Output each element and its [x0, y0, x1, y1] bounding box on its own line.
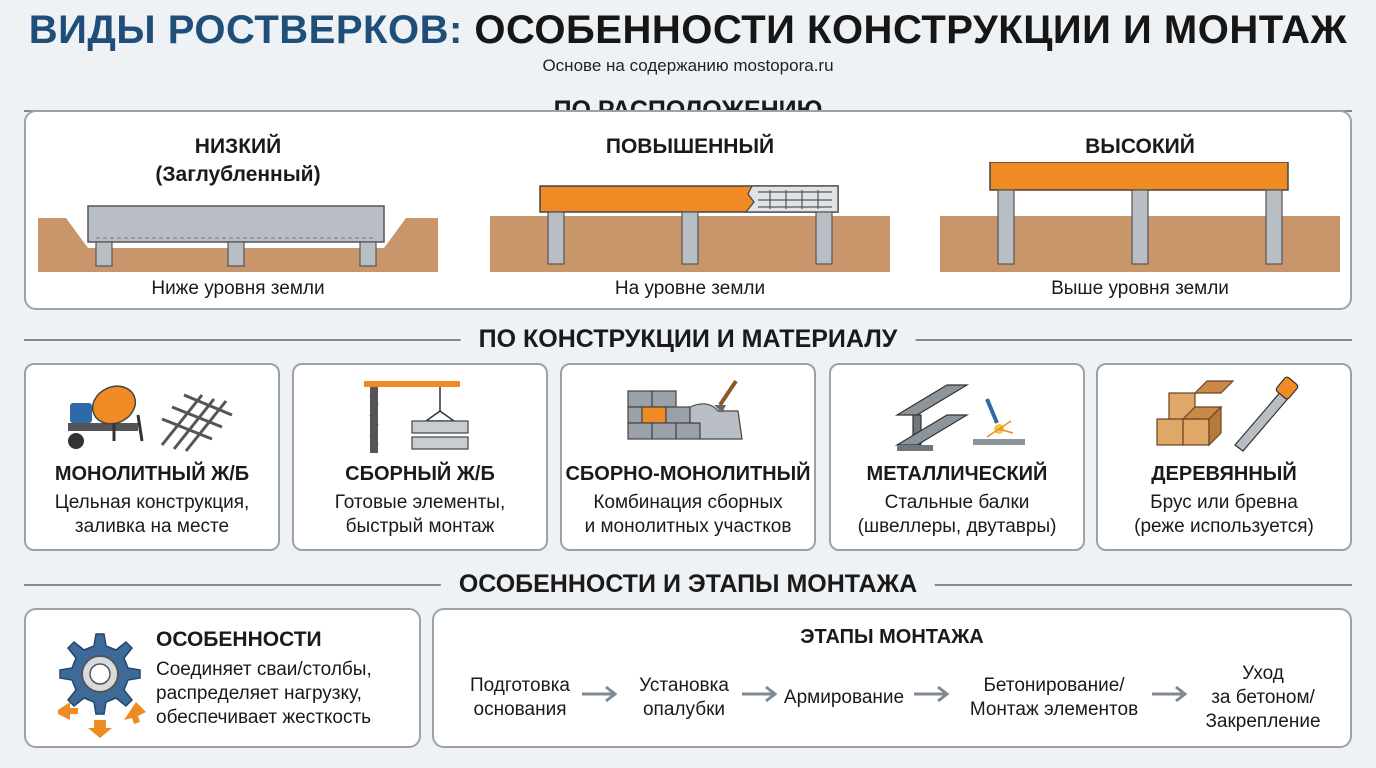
- location-raised-caption: На уровне земли: [614, 278, 766, 299]
- material-desc: Комбинация сборных и монолитных участков: [562, 491, 814, 539]
- location-high-title: ВЫСОКИЙ: [1085, 135, 1195, 158]
- material-desc: Готовые элементы, быстрый монтаж: [294, 491, 546, 539]
- features-line: обеспечивает жесткость: [156, 707, 372, 728]
- section-installation-label: ОСОБЕННОСТИ И ЭТАПЫ МОНТАЖА: [440, 568, 936, 600]
- material-desc-line: Брус или бревна: [1150, 492, 1298, 513]
- step-line: Монтаж элементов: [969, 699, 1139, 720]
- location-raised-title: ПОВЫШЕННЫЙ: [605, 135, 775, 158]
- material-desc-line: Цельная конструкция,: [54, 492, 250, 513]
- material-desc-line: заливка на месте: [74, 516, 230, 537]
- features-text: Соединяет сваи/столбы, распределяет нагр…: [156, 658, 372, 730]
- step-item: Бетонирование/ Монтаж элементов: [954, 674, 1154, 722]
- crane-icon: [364, 381, 469, 453]
- page-title: ВИДЫ РОСТВЕРКОВ: ОСОБЕННОСТИ КОНСТРУКЦИИ…: [0, 8, 1376, 53]
- arrow-right-icon: [1152, 685, 1188, 703]
- material-desc-line: (реже используется): [1134, 516, 1314, 537]
- step-line: основания: [473, 699, 567, 720]
- features-line: Соединяет сваи/столбы,: [156, 659, 372, 680]
- raised-grillage-diagram: [490, 185, 890, 272]
- arrow-right-icon: [742, 685, 778, 703]
- location-low-caption: Ниже уровня земли: [151, 278, 325, 299]
- location-low-subtitle: (Заглубленный): [155, 163, 321, 186]
- material-title: СБОРНЫЙ Ж/Б: [345, 463, 495, 485]
- material-card-prefab: СБОРНЫЙ Ж/Б Готовые элементы, быстрый мо…: [292, 363, 548, 551]
- step-item: Армирование: [774, 686, 914, 710]
- steps-title: ЭТАПЫ МОНТАЖА: [800, 626, 984, 648]
- arrow-right-icon: [582, 685, 618, 703]
- title-accent: ВИДЫ РОСТВЕРКОВ:: [28, 8, 463, 52]
- step-line: Бетонирование/: [983, 675, 1125, 696]
- step-line: опалубки: [642, 699, 726, 720]
- material-desc: Брус или бревна (реже используется): [1098, 491, 1350, 539]
- material-card-combined: СБОРНО-МОНОЛИТНЫЙ Комбинация сборных и м…: [560, 363, 816, 551]
- gear-icon: [58, 633, 146, 738]
- features-panel: ОСОБЕННОСТИ Соединяет сваи/столбы, распр…: [24, 608, 421, 748]
- material-title: МЕТАЛЛИЧЕСКИЙ: [866, 463, 1048, 485]
- features-title: ОСОБЕННОСТИ: [156, 628, 322, 651]
- step-line: Закрепление: [1205, 711, 1321, 732]
- section-installation-header: ОСОБЕННОСТИ И ЭТАПЫ МОНТАЖА: [24, 568, 1352, 600]
- material-card-metal: МЕТАЛЛИЧЕСКИЙ Стальные балки (швеллеры, …: [829, 363, 1085, 551]
- high-grillage-diagram: [940, 162, 1340, 272]
- step-item: Подготовка основания: [450, 674, 590, 722]
- step-line: Уход: [1242, 663, 1284, 684]
- section-construction-label: ПО КОНСТРУКЦИИ И МАТЕРИАЛУ: [460, 323, 916, 355]
- material-desc-line: (швеллеры, двутавры): [857, 516, 1057, 537]
- step-item: Уход за бетоном/ Закрепление: [1190, 662, 1336, 734]
- step-line: Армирование: [783, 687, 905, 708]
- step-line: Подготовка: [469, 675, 570, 696]
- step-line: Установка: [639, 675, 729, 696]
- material-desc-line: Готовые элементы,: [334, 492, 506, 513]
- page-subtitle: Основе на содержанию mostopora.ru: [542, 56, 834, 75]
- arrow-right-icon: [914, 685, 950, 703]
- section-construction-header: ПО КОНСТРУКЦИИ И МАТЕРИАЛУ: [24, 323, 1352, 355]
- location-low-title: НИЗКИЙ: [194, 135, 282, 158]
- material-desc: Стальные балки (швеллеры, двутавры): [831, 491, 1083, 539]
- brick-wall-icon: [627, 379, 743, 440]
- steps-panel: ЭТАПЫ МОНТАЖА Подготовка основания Устан…: [432, 608, 1352, 748]
- title-main: ОСОБЕННОСТИ КОНСТРУКЦИИ И МОНТАЖ: [474, 8, 1348, 52]
- step-item: Установка опалубки: [620, 674, 748, 722]
- steel-beam-icon: [894, 384, 1025, 451]
- features-line: распределяет нагрузку,: [156, 683, 362, 704]
- material-title: СБОРНО-МОНОЛИТНЫЙ: [565, 463, 811, 485]
- location-panel: НИЗКИЙ (Заглубленный) Ниже уровня земли …: [24, 110, 1352, 310]
- concrete-mixer-icon: [68, 385, 233, 452]
- step-line: за бетоном/: [1211, 687, 1315, 708]
- timber-saw-icon: [1156, 376, 1299, 452]
- material-desc: Цельная конструкция, заливка на месте: [26, 491, 278, 539]
- material-desc-line: быстрый монтаж: [345, 516, 495, 537]
- material-card-monolithic: МОНОЛИТНЫЙ Ж/Б Цельная конструкция, зали…: [24, 363, 280, 551]
- location-high-caption: Выше уровня земли: [1051, 278, 1229, 299]
- material-desc-line: Стальные балки: [884, 492, 1030, 513]
- low-grillage-diagram: [38, 205, 438, 272]
- material-title: ДЕРЕВЯННЫЙ: [1151, 463, 1297, 485]
- material-desc-line: Комбинация сборных: [593, 492, 783, 513]
- material-desc-line: и монолитных участков: [584, 516, 792, 537]
- material-card-wood: ДЕРЕВЯННЫЙ Брус или бревна (реже использ…: [1096, 363, 1352, 551]
- material-title: МОНОЛИТНЫЙ Ж/Б: [54, 463, 250, 485]
